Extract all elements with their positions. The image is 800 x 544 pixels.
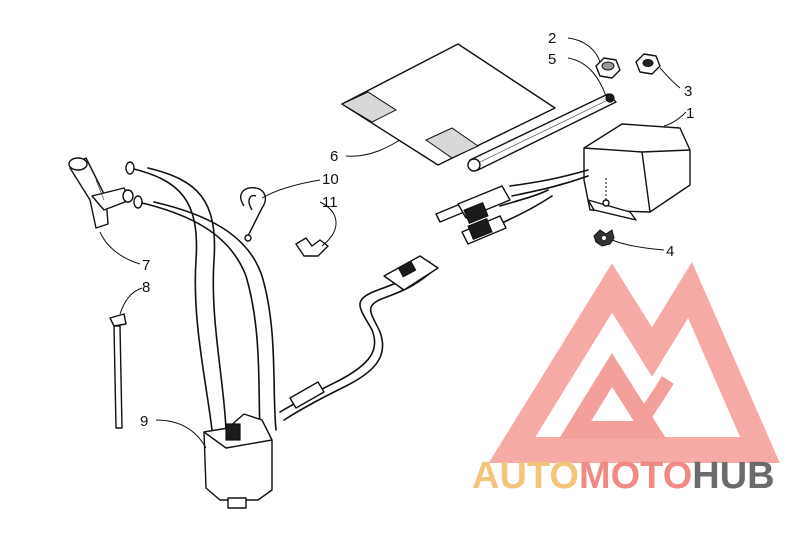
- cdi-harness: [435, 169, 589, 245]
- callout-8: 8: [142, 279, 150, 296]
- callout-4: 4: [666, 243, 674, 260]
- callout-labels: 2 5 3 1 4 6 10 11 7 8 9: [140, 30, 694, 430]
- leader-lines: [99, 37, 687, 449]
- foam-pad-sheet: [340, 43, 556, 166]
- watermark-logo: [488, 261, 780, 463]
- star-washer: [593, 229, 615, 247]
- watermark-moto: MOTO: [579, 455, 692, 497]
- lock-nut: [635, 53, 661, 75]
- wire-clip: [295, 237, 329, 257]
- watermark-auto: AUTO: [472, 455, 579, 497]
- cable-tie: [109, 313, 127, 429]
- callout-10: 10: [322, 171, 339, 188]
- callout-11: 11: [322, 194, 338, 211]
- primary-harness: [279, 255, 439, 421]
- callout-5: 5: [548, 51, 556, 68]
- callout-1: 1: [686, 105, 694, 122]
- wire-clamp: [240, 187, 267, 242]
- strap-tube: [467, 93, 617, 172]
- watermark-word-auto: AUTOMOTOHUB: [472, 455, 775, 497]
- spark-plug-cap: [68, 157, 134, 229]
- cdi-box: [583, 123, 691, 221]
- hex-nut: [595, 57, 621, 79]
- callout-6: 6: [330, 148, 338, 165]
- watermark-hub: HUB: [692, 455, 774, 497]
- callout-7: 7: [142, 257, 150, 274]
- watermark-text: AUTOMOTOHUB: [472, 455, 775, 497]
- ignition-coil: [125, 161, 277, 509]
- callout-3: 3: [684, 83, 692, 100]
- callout-9: 9: [140, 413, 148, 430]
- callout-2: 2: [548, 30, 556, 47]
